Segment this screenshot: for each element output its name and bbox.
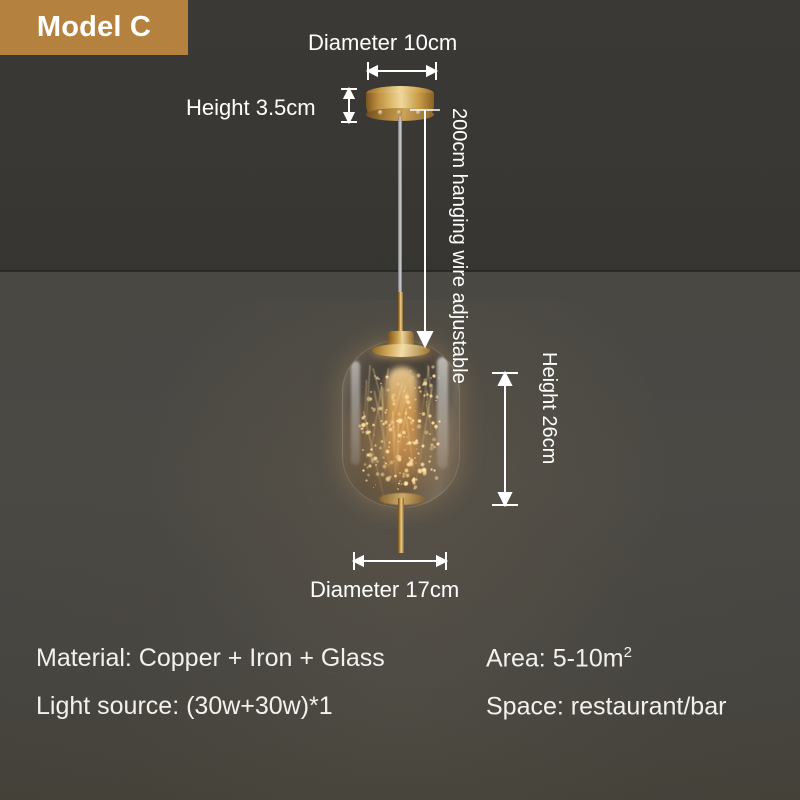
spec-space: Space: restaurant/bar [486, 692, 726, 721]
shade-collar [372, 344, 430, 357]
label-shade-height: Height 26cm [538, 352, 560, 465]
label-canopy-height: Height 3.5cm [186, 95, 316, 120]
ceiling-canopy [366, 86, 434, 121]
label-hanging-wire: 200cm hanging wire adjustable [448, 108, 470, 384]
spec-light-source: Light source: (30w+30w)*1 [36, 692, 333, 721]
canopy-screw [416, 110, 421, 115]
spec-material: Material: Copper + Iron + Glass [36, 644, 385, 672]
glass-shade [342, 331, 460, 508]
glass-highlight-right [437, 357, 448, 469]
model-badge-label: Model C [36, 11, 152, 43]
hanging-wire [398, 117, 402, 295]
shade-neck [388, 331, 414, 347]
spec-area: Area: 5-10m2 [486, 644, 632, 673]
label-top-diameter: Diameter 10cm [308, 30, 458, 55]
glass-shade-body [342, 340, 460, 508]
spec-area-text: Area: 5-10m [486, 644, 624, 673]
canopy-screw [378, 110, 383, 115]
upper-brass-rod [398, 292, 403, 350]
spec-row: Light source: (30w+30w)*1 Space: restaur… [36, 692, 776, 721]
label-bottom-diameter: Diameter 17cm [310, 577, 460, 602]
spec-space-text: Space: restaurant/bar [486, 692, 727, 721]
canopy-screw [397, 110, 402, 115]
spec-area-superscript: 2 [623, 644, 632, 661]
model-badge: Model C [0, 0, 188, 55]
glass-highlight-left [351, 361, 360, 465]
lower-brass-rod [398, 498, 404, 553]
spec-row: Material: Copper + Iron + Glass Area: 5-… [36, 644, 776, 673]
specification-block: Material: Copper + Iron + Glass Area: 5-… [36, 644, 776, 741]
